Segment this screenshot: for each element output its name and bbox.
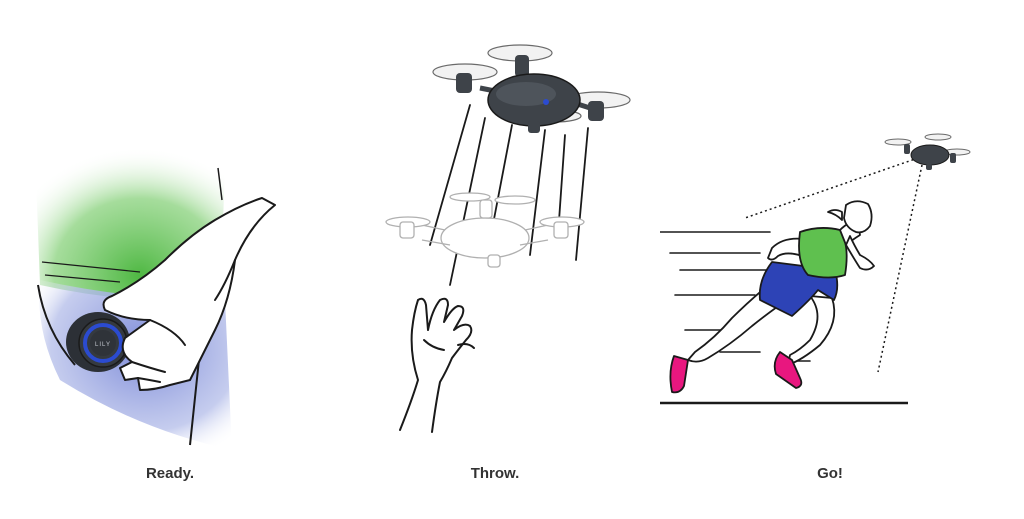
ready-illustration: LILY (35, 130, 276, 450)
runner-shoe-back (669, 355, 689, 394)
go-illustration (660, 133, 971, 405)
camera-view-lines (744, 157, 923, 373)
pocket-outline (37, 284, 76, 366)
step-caption-throw: Throw. (470, 465, 520, 482)
lily-device: LILY (66, 312, 130, 372)
step-throw-panel: Throw. (340, 0, 660, 519)
drone-tracking (884, 133, 971, 170)
device-logo: LILY (95, 342, 111, 348)
hand-holding-device (102, 197, 276, 391)
step-go-panel: Go! (660, 0, 1024, 519)
waist-line (41, 261, 141, 273)
throw-illustration (385, 44, 631, 433)
throwing-hand (399, 297, 475, 433)
step-caption-ready: Ready. (145, 465, 195, 482)
drone-ghost (385, 192, 585, 268)
runner (669, 200, 875, 394)
drone-flying (432, 44, 631, 133)
step-caption-go: Go! (817, 465, 843, 482)
runner-tank-top (798, 227, 848, 279)
runner-shoe-front (773, 351, 803, 389)
step-ready-panel: LILY Ready. (0, 0, 340, 519)
